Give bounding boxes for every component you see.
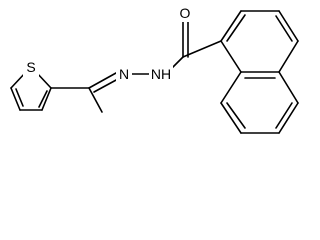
atom-labels: O NH N S [23,4,194,83]
bond-carbonyl-naphthyl [182,40,222,58]
bond-n1-n2-inner [226,14,246,42]
bond-n8a-n1 [220,40,242,73]
bond-cimine-methyl [88,87,103,113]
atom-oxygen-label: O [180,5,191,21]
carbonyl-group [182,21,222,58]
bond-n5-n6 [278,102,299,134]
bond-n5-n6-inner [275,102,293,129]
bond-n3-n4 [278,10,299,42]
bond-c4-c5-inner [15,88,24,107]
naphthalene-ring-system [220,10,299,134]
atom-imine-n-label: N [119,66,129,82]
atom-sulfur-label: S [26,59,35,75]
bond-n1-n2 [220,10,242,42]
bond-cimine-n-double-a [88,72,117,89]
bond-n4a-n5 [278,71,299,104]
bond-cimine-n-double-b [93,78,119,93]
bond-n7-n8-inner [226,102,246,129]
bond-n8-n8a [220,71,242,104]
bond-n7-n8 [220,102,242,134]
bond-n3-n4-inner [275,15,293,42]
thiophene-ring [10,71,52,111]
bond-c2-c3-inner [38,90,48,108]
chemical-structure-diagram: O NH N S [10,4,299,134]
atom-nh-label: NH [151,66,171,82]
bond-n4-n4a [278,40,299,73]
bond-c4-c5 [10,87,21,111]
bond-c2-c3 [41,87,52,111]
